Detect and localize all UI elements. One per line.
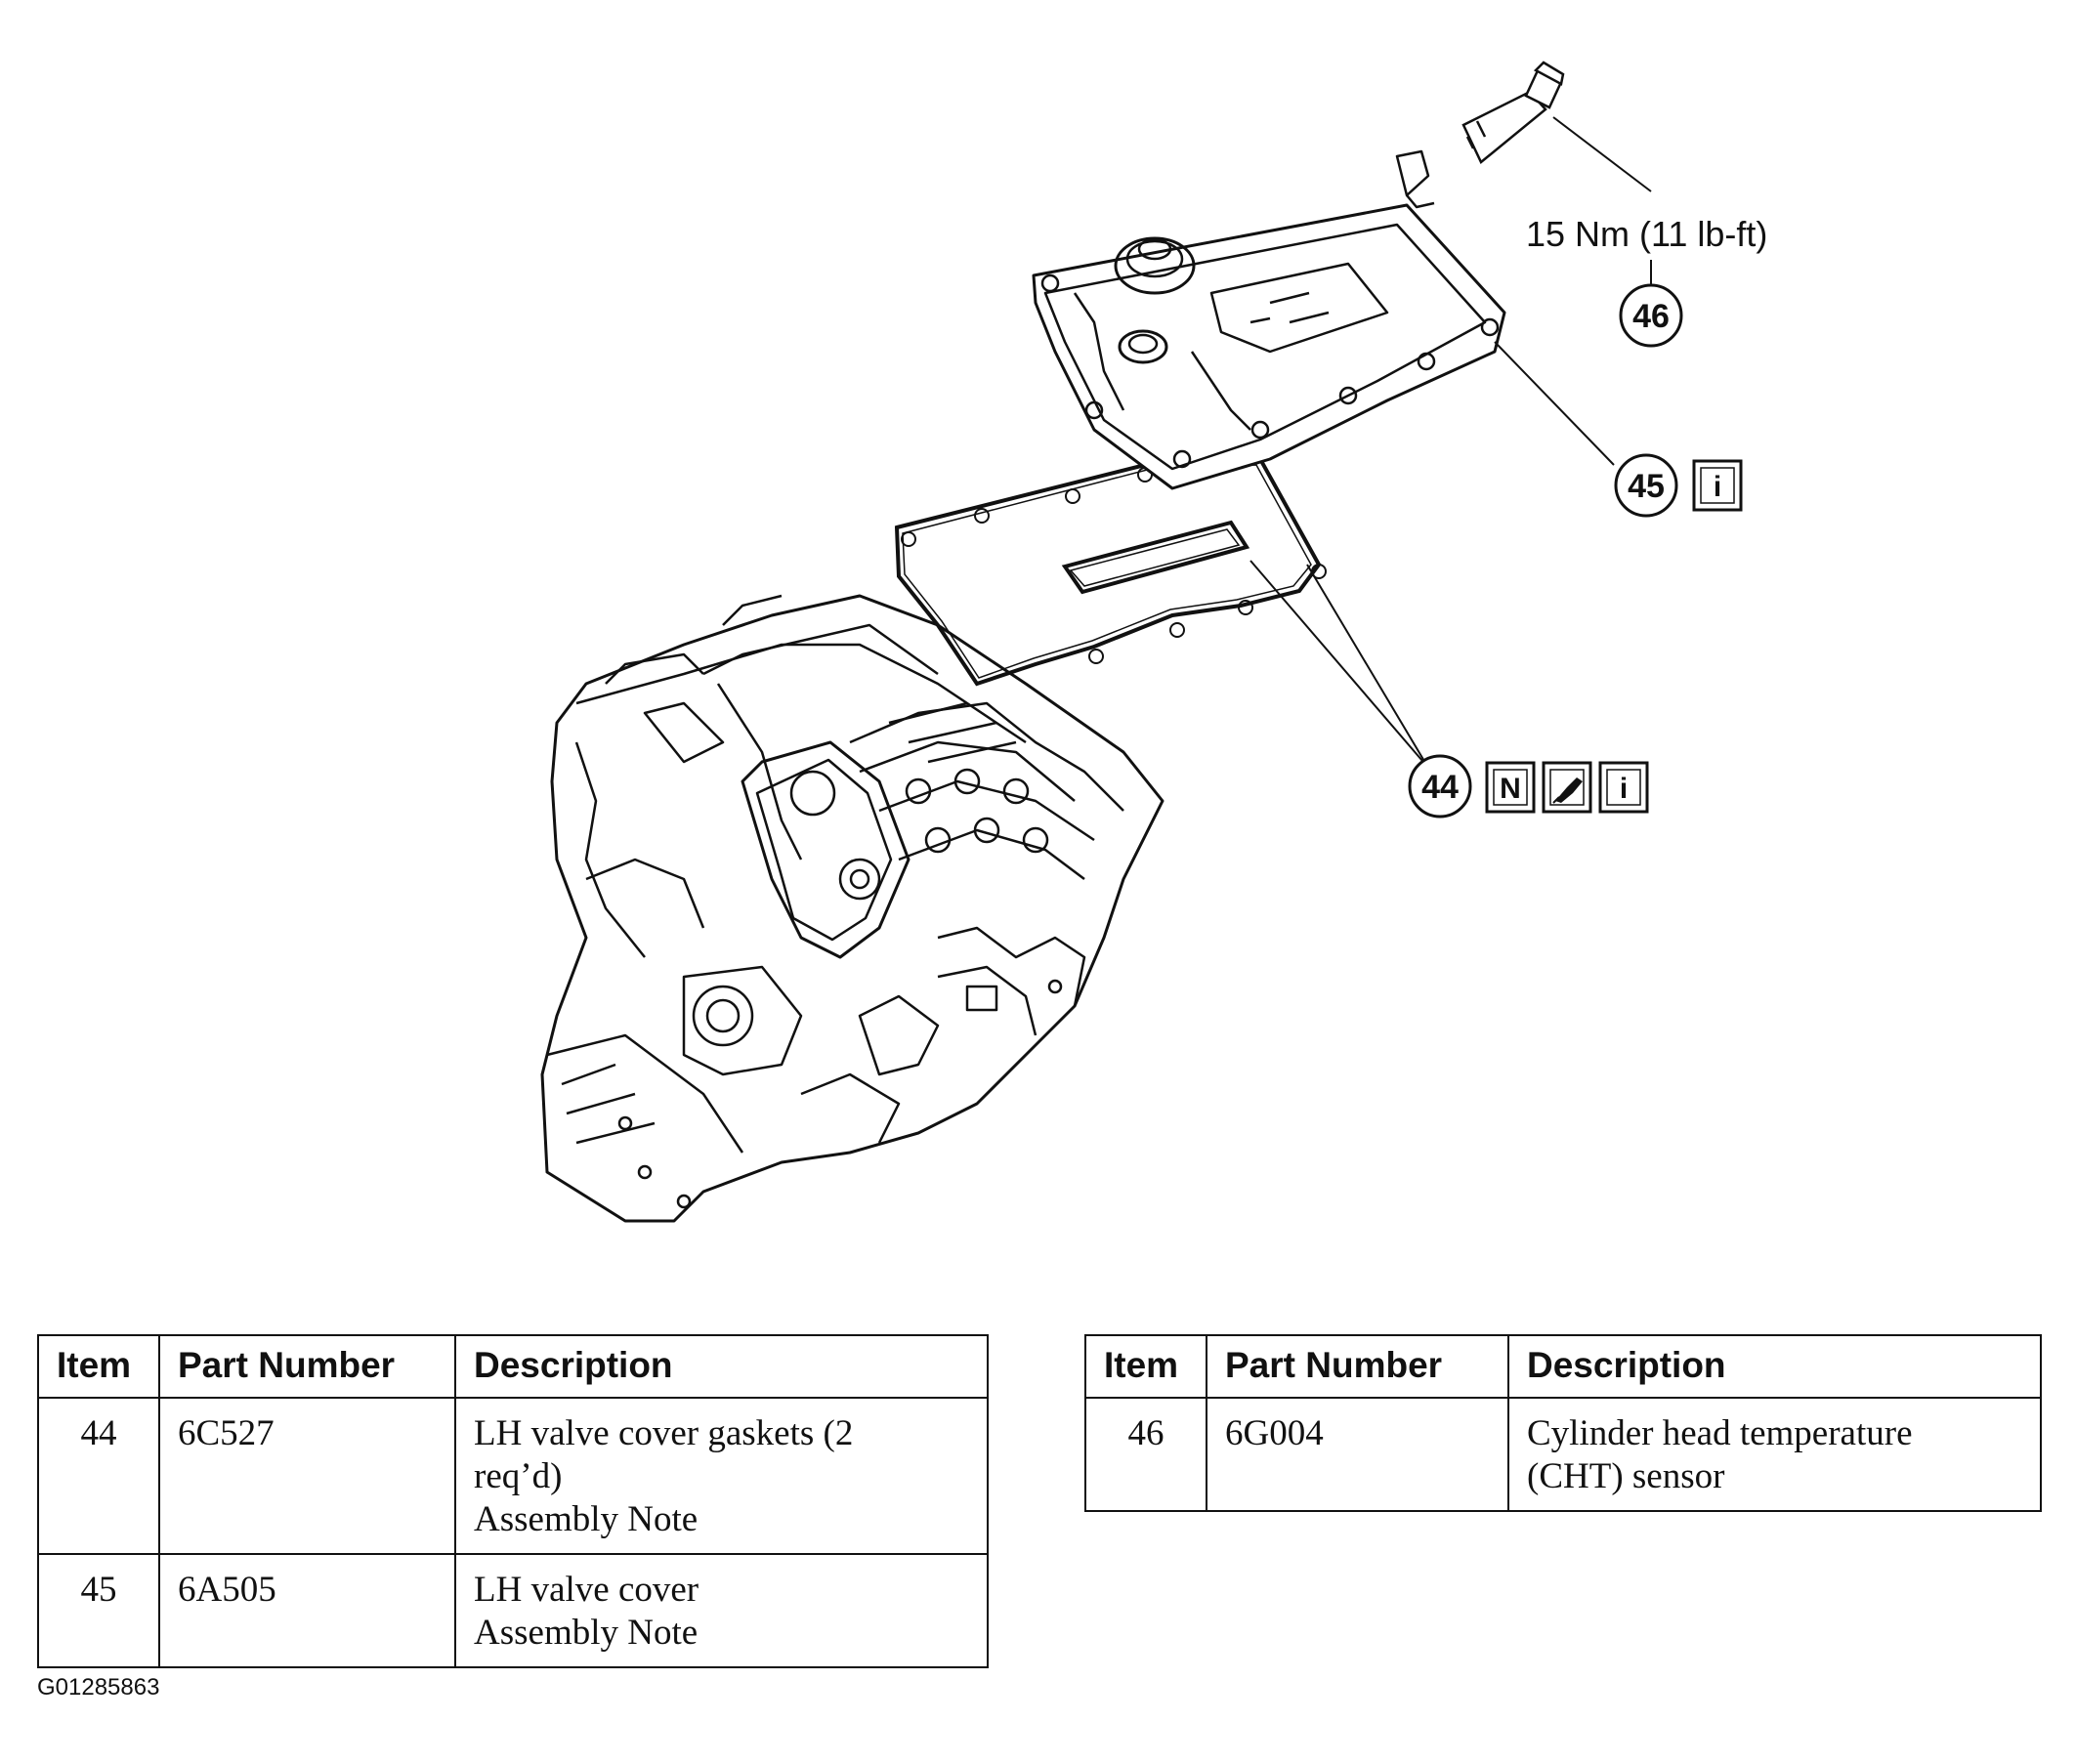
header-part-number: Part Number <box>158 1334 456 1399</box>
callout-45-number: 45 <box>1628 468 1665 505</box>
callout-46-number: 46 <box>1632 298 1670 335</box>
description-line: LH valve cover gaskets (2 <box>474 1413 854 1453</box>
info-icon: i <box>1598 761 1649 814</box>
engine-illustration <box>540 594 1165 1223</box>
table-row: 44 6C527 LH valve cover gaskets (2 req’d… <box>37 1397 989 1555</box>
callout-45: 45 i <box>1614 453 1743 518</box>
valve-cover-illustration <box>1032 149 1506 490</box>
gasket-illustration <box>894 456 1327 687</box>
torque-spec: 15 Nm (11 lb-ft) <box>1526 214 1767 254</box>
description-line: (CHT) sensor <box>1527 1456 1725 1496</box>
assembly-note: Assembly Note <box>474 1613 699 1653</box>
table-row: 46 6G004 Cylinder head temperature (CHT)… <box>1084 1397 2042 1512</box>
item-cell: 46 <box>1084 1397 1207 1512</box>
figure-id: G01285863 <box>37 1674 160 1701</box>
assembly-note: Assembly Note <box>474 1499 699 1539</box>
parts-table-left: Item Part Number Description 44 6C527 LH… <box>37 1334 989 1668</box>
new-part-icon: N <box>1485 761 1536 814</box>
description-cell: LH valve cover gaskets (2 req’d) Assembl… <box>454 1397 989 1555</box>
callout-46: 46 <box>1619 283 1683 348</box>
leader-lines <box>1249 116 1652 769</box>
exploded-view-diagram: 15 Nm (11 lb-ft) 46 45 i 44 N <box>540 61 1767 1223</box>
sealant-icon <box>1542 761 1592 814</box>
header-part-number: Part Number <box>1206 1334 1509 1399</box>
description-cell: Cylinder head temperature (CHT) sensor <box>1507 1397 2042 1512</box>
svg-text:N: N <box>1500 773 1521 805</box>
part-number-cell: 6C527 <box>158 1397 456 1555</box>
header-description: Description <box>1507 1334 2042 1399</box>
cht-sensor-illustration <box>1461 61 1565 164</box>
part-number-cell: 6A505 <box>158 1553 456 1668</box>
part-number-cell: 6G004 <box>1206 1397 1509 1512</box>
header-item: Item <box>37 1334 160 1399</box>
item-cell: 44 <box>37 1397 160 1555</box>
header-item: Item <box>1084 1334 1207 1399</box>
svg-text:i: i <box>1714 471 1721 503</box>
table-header-row: Item Part Number Description <box>1084 1334 2042 1399</box>
parts-table-right: Item Part Number Description 46 6G004 Cy… <box>1084 1334 2042 1512</box>
callout-44-number: 44 <box>1421 769 1459 806</box>
description-line: Cylinder head temperature <box>1527 1413 1913 1453</box>
table-header-row: Item Part Number Description <box>37 1334 989 1399</box>
header-description: Description <box>454 1334 989 1399</box>
description-cell: LH valve cover Assembly Note <box>454 1553 989 1668</box>
description-line: req’d) <box>474 1456 563 1496</box>
callout-44: 44 N i <box>1408 754 1649 819</box>
description-line: LH valve cover <box>474 1570 699 1610</box>
item-cell: 45 <box>37 1553 160 1668</box>
table-row: 45 6A505 LH valve cover Assembly Note <box>37 1553 989 1668</box>
svg-text:i: i <box>1620 773 1628 805</box>
info-icon: i <box>1692 459 1743 512</box>
